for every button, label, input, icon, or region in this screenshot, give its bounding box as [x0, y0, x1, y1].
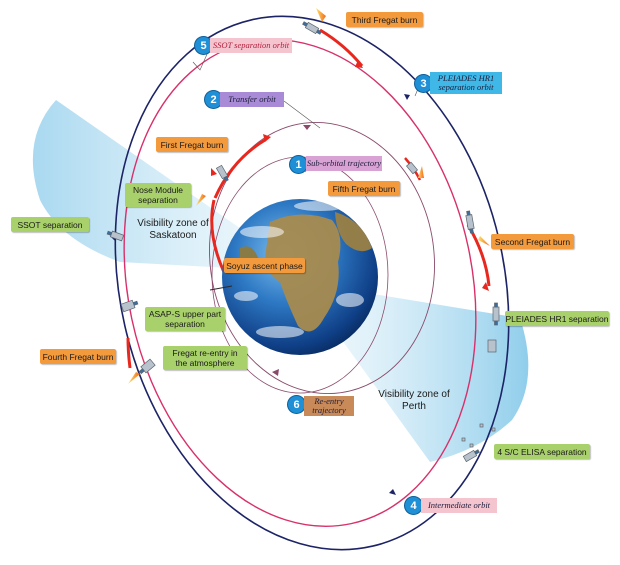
pleiades-separation-orbit-label: PLEIADES HR1 separation orbit: [430, 72, 502, 94]
transfer-orbit-line: [209, 121, 435, 395]
sub-orbital-trajectory-label: Sub-orbital trajectory: [306, 156, 382, 171]
satellite-icon: [106, 21, 500, 463]
earth-clouds: [234, 201, 364, 338]
fifth-fregat-burn-label: Fifth Fregat burn: [328, 181, 400, 196]
fourth-burn-arc: [126, 337, 132, 369]
soyuz-launch-pointer: [209, 285, 233, 291]
orbit-number-badge-3: 3: [415, 75, 432, 92]
elisa-separation-label: 4 S/C ELISA separation: [494, 444, 590, 459]
leader-lines: [192, 51, 421, 173]
fregat-stage-icon: [128, 8, 490, 384]
second-fregat-burn-label: Second Fregat burn: [491, 234, 574, 249]
fourth-fregat-burn-label: Fourth Fregat burn: [40, 349, 116, 364]
intermediate-orbit-label: Intermediate orbit: [421, 498, 497, 513]
ssot-separation-orbit-label: SSOT separation orbit: [210, 38, 292, 53]
nose-module-separation-label: Nose Module separation: [125, 183, 191, 207]
third-fregat-burn-label: Third Fregat burn: [346, 12, 423, 27]
orbit-number-badge-4: 4: [405, 497, 422, 514]
re-entry-trajectory-label: Re-entry trajectory: [304, 396, 354, 416]
saskatoon-zone-label: Visibility zone of Saskatoon: [137, 218, 209, 241]
pleiades-hr1-separation-label: PLEIADES HR1 separation: [505, 311, 609, 326]
first-fregat-burn-label: First Fregat burn: [156, 137, 228, 152]
first-burn-arc: [213, 138, 266, 199]
burn-direction-arrows: [211, 60, 489, 376]
soyuz-ascent-phase-label: Soyuz ascent phase: [224, 258, 305, 273]
ssot-separation-label: SSOT separation: [11, 217, 89, 232]
asap-s-separation-label: ASAP-S upper part separation: [145, 307, 225, 331]
transfer-orbit-label: Transfer orbit: [220, 92, 284, 107]
second-burn-arc: [466, 224, 491, 287]
orbit-number-badge-5: 5: [195, 37, 212, 54]
orbit-number-badge-1: 1: [290, 156, 307, 173]
orbit-number-badge-2: 2: [205, 91, 222, 108]
fregat-re-entry-label: Fregat re-entry in the atmosphere: [163, 346, 247, 370]
orbit-number-badge-6: 6: [288, 396, 305, 413]
perth-zone-label: Visibility zone of Perth: [378, 389, 450, 412]
